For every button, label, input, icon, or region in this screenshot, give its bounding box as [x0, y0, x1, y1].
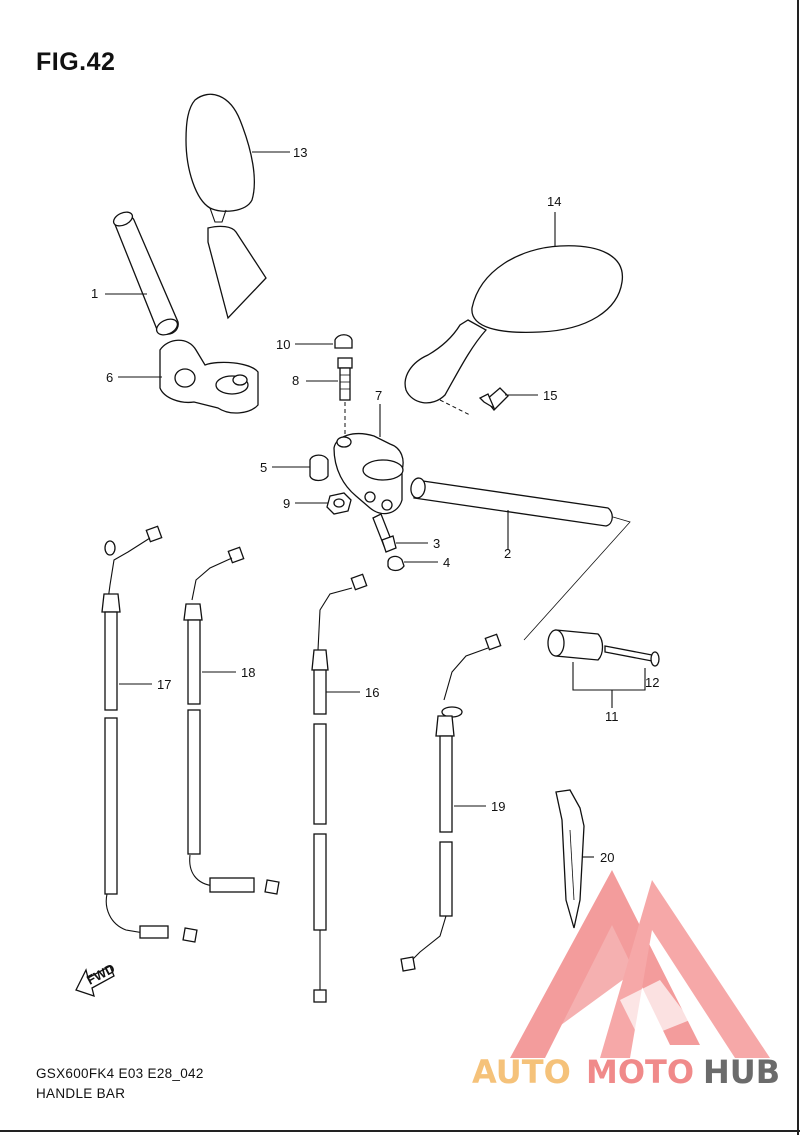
callout-4: 4	[443, 555, 450, 570]
part-1-grip-tube	[105, 211, 179, 336]
callout-12: 12	[645, 675, 659, 690]
part-6-clamp	[118, 339, 259, 414]
callout-5: 5	[260, 460, 267, 475]
callout-19: 19	[491, 799, 505, 814]
watermark-logo-icon	[510, 870, 770, 1058]
part-9-nut	[295, 492, 352, 515]
callout-1: 1	[91, 286, 98, 301]
watermark-text: AUTO MOTO HUB	[472, 1053, 780, 1091]
part-14-right-mirror	[404, 212, 623, 416]
watermark-hub: HUB	[703, 1053, 780, 1091]
part-13-left-mirror	[185, 93, 290, 320]
fwd-arrow-icon: FWD	[75, 961, 117, 997]
callout-7: 7	[375, 388, 382, 403]
frame-bottom-border	[0, 1130, 800, 1132]
section-name: HANDLE BAR	[36, 1086, 126, 1101]
callout-9: 9	[283, 496, 290, 511]
callout-11: 11	[605, 709, 619, 724]
callout-13: 13	[293, 145, 307, 160]
part-7-clamp	[333, 404, 404, 515]
part-19-choke-cable	[400, 633, 502, 972]
callout-14: 14	[547, 194, 561, 209]
watermark-moto: MOTO	[586, 1053, 694, 1091]
part-4-cap	[387, 555, 438, 572]
part-15-bolt	[478, 387, 538, 411]
part-12-screw	[604, 645, 660, 667]
frame-right-border	[797, 0, 799, 1135]
part-11-bar-end-weight	[547, 629, 646, 708]
callout-labels: 1 2 3 4 5 6 7 8 9 10 11 12 13 14 15 16 1…	[91, 145, 659, 865]
watermark-auto: AUTO	[472, 1053, 571, 1091]
figure-title: FIG.42	[36, 48, 116, 76]
callout-15: 15	[543, 388, 557, 403]
part-2-handlebar-tube	[410, 477, 631, 641]
part-3-bolt	[372, 513, 428, 553]
callout-18: 18	[241, 665, 255, 680]
part-10-cap	[295, 334, 353, 349]
part-20-clamp-band	[555, 789, 594, 929]
callout-10: 10	[276, 337, 290, 352]
part-17-throttle-cable	[101, 525, 198, 943]
callout-2: 2	[504, 546, 511, 561]
model-code: GSX600FK4 E03 E28_042	[36, 1066, 204, 1081]
part-16-clutch-cable	[311, 573, 368, 1003]
part-5-nut	[272, 454, 329, 482]
callout-8: 8	[292, 373, 299, 388]
callout-3: 3	[433, 536, 440, 551]
part-8-bolt	[306, 357, 353, 440]
callout-16: 16	[365, 685, 379, 700]
callout-20: 20	[600, 850, 614, 865]
part-18-throttle-cable	[183, 546, 280, 895]
callout-17: 17	[157, 677, 171, 692]
callout-6: 6	[106, 370, 113, 385]
